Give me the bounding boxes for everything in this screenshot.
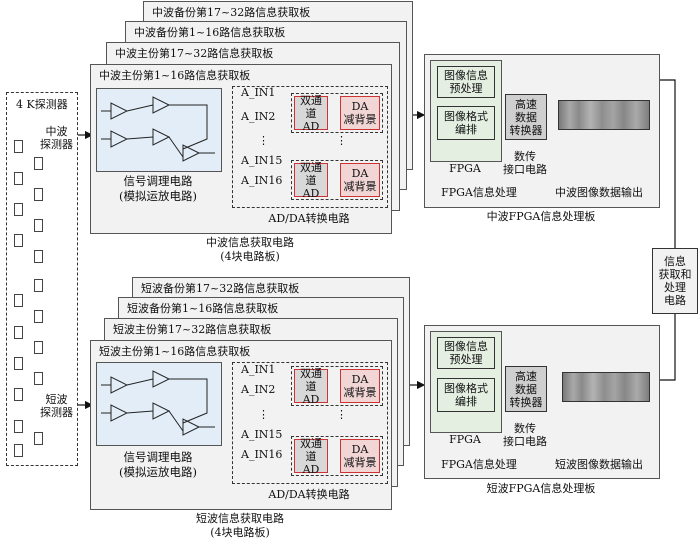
short-output-label: 短波图像数据输出 xyxy=(555,458,643,471)
mid-input-15: A_IN15 xyxy=(241,154,283,167)
short-fpga-proc-label: FPGA信息处理 xyxy=(441,458,517,471)
short-image-strip xyxy=(562,372,650,402)
info-processing-box: 信息 获取和 处理 电路 xyxy=(652,248,698,314)
mid-fpga-board-caption: 中波FPGA信息处理板 xyxy=(486,210,596,223)
mid-adda-caption: AD/DA转换电路 xyxy=(268,212,350,225)
mid-interface: 数传 接口电路 xyxy=(503,150,547,176)
detector-panel xyxy=(6,92,78,466)
mid-input-2: A_IN2 xyxy=(241,110,276,123)
short-detector-label: 短波 探测器 xyxy=(40,393,73,419)
short-da-box-1: DA 减背景 xyxy=(340,369,380,403)
short-fpga-board-caption: 短波FPGA信息处理板 xyxy=(486,482,596,495)
mid-back-board-3-title: 中波主份第17~32路信息获取板 xyxy=(115,47,274,60)
short-ad-box-1: 双通道 AD xyxy=(294,367,328,406)
short-back-board-1-title: 短波备份第17~32路信息获取板 xyxy=(141,282,300,295)
mid-fpga-label: FPGA xyxy=(449,162,481,175)
short-back-board-2-title: 短波备份第1~16路信息获取板 xyxy=(127,302,279,315)
mid-signal-circuit-label: 信号调理电路 (模拟运放电路) xyxy=(119,174,197,203)
short-da-box-2: DA 减背景 xyxy=(340,439,380,473)
mid-output-label: 中波图像数据输出 xyxy=(555,186,643,199)
mid-front-board-title: 中波主份第1~16路信息获取板 xyxy=(99,69,251,82)
short-input-16: A_IN16 xyxy=(241,448,283,461)
short-signal-circuit-box xyxy=(96,362,222,446)
short-back-board-3-title: 短波主份第17~32路信息获取板 xyxy=(113,323,272,336)
short-signal-circuit-label: 信号调理电路 (模拟运放电路) xyxy=(119,450,197,479)
mid-ad-box-2: 双通道 AD xyxy=(294,161,328,200)
short-converter: 高速 数据 转换器 xyxy=(505,366,547,412)
opamp-circuit-icon xyxy=(101,370,215,436)
mid-da-box-2: DA 减背景 xyxy=(340,163,380,197)
mid-input-1: A_IN1 xyxy=(241,86,276,99)
short-group-caption: 短波信息获取电路 (4块电路板) xyxy=(196,512,284,539)
mid-adda-area xyxy=(232,86,388,208)
short-ad-box-2: 双通道 AD xyxy=(294,437,328,476)
mid-converter: 高速 数据 转换器 xyxy=(505,94,547,140)
short-fpga-label: FPGA xyxy=(449,433,481,446)
short-front-board-title: 短波主份第1~16路信息获取板 xyxy=(99,345,251,358)
mid-detector-label: 中波 探测器 xyxy=(40,125,73,151)
mid-signal-circuit-box xyxy=(96,88,222,172)
mid-back-board-2-title: 中波备份第1~16路信息获取板 xyxy=(134,26,286,39)
opamp-circuit-icon xyxy=(101,96,215,162)
short-input-1: A_IN1 xyxy=(241,363,276,376)
mid-fpga-preprocess: 图像信息 预处理 xyxy=(437,66,495,98)
short-fpga-format: 图像格式 编排 xyxy=(437,378,495,412)
mid-input-16: A_IN16 xyxy=(241,174,283,187)
short-input-15: A_IN15 xyxy=(241,428,283,441)
mid-back-board-1-title: 中波备份第17~32路信息获取板 xyxy=(152,6,311,19)
mid-fpga-proc-label: FPGA信息处理 xyxy=(441,186,517,199)
mid-da-box-1: DA 减背景 xyxy=(340,96,380,130)
mid-fpga-format: 图像格式 编排 xyxy=(437,106,495,140)
short-adda-area xyxy=(232,362,388,484)
short-fpga-preprocess: 图像信息 预处理 xyxy=(437,337,495,369)
mid-image-strip xyxy=(558,100,650,130)
short-input-2: A_IN2 xyxy=(241,383,276,396)
detector-title: 4 K探测器 xyxy=(16,98,68,111)
mid-ad-box-1: 双通道 AD xyxy=(294,94,328,133)
mid-group-caption: 中波信息获取电路 (4块电路板) xyxy=(206,236,294,263)
short-interface: 数传 接口电路 xyxy=(503,422,547,448)
short-adda-caption: AD/DA转换电路 xyxy=(268,488,350,501)
